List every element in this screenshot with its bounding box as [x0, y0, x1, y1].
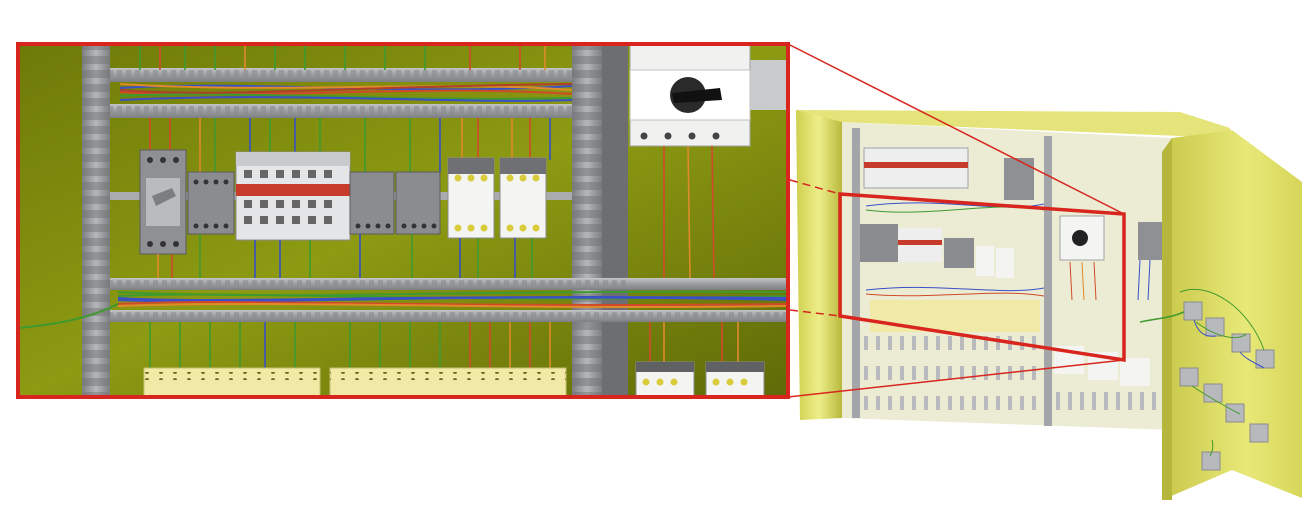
cabinet-overview [796, 110, 1302, 500]
zoom-frame [16, 42, 790, 399]
wires-below-components [157, 234, 533, 280]
small-device-top [1004, 158, 1034, 200]
contactor-gray-2 [395, 171, 441, 235]
interior-rail-left [852, 128, 860, 418]
contactor-white-2 [499, 157, 547, 239]
wires-from-main-switch [663, 145, 715, 279]
door-push-buttons [1179, 301, 1275, 471]
cabinet-door [1162, 130, 1302, 500]
contactor-white-1 [447, 157, 495, 239]
contactor-lower-1 [635, 361, 695, 397]
contactor-lower-2 [705, 361, 765, 397]
zoomed-detail-view [18, 44, 788, 397]
exit-wire [18, 303, 119, 329]
wires-to-components [149, 118, 551, 172]
wires-lower-right [649, 322, 739, 362]
wires-lower [149, 322, 551, 368]
vertical-duct-middle-right [602, 44, 628, 397]
interior-rail-middle [1044, 136, 1052, 426]
door-wiring [1179, 288, 1265, 457]
wires-top-vertical [139, 44, 546, 70]
overview-contactor-3 [1120, 358, 1150, 386]
door-wiring-blue [1193, 319, 1265, 369]
overview-terminal-block [870, 300, 1040, 332]
rotary-disconnect-small [139, 149, 187, 255]
wire-bundle-middle [117, 290, 788, 308]
overview-shelf-4 [1052, 392, 1170, 410]
cabinet-left-side [796, 110, 842, 420]
door-cable [1139, 311, 1185, 323]
overview-shelf-3 [862, 396, 1044, 410]
overview-disconnect [860, 224, 898, 262]
contactor-gray-1 [349, 171, 395, 235]
circuit-breaker-block [235, 151, 351, 241]
cabinet-top [796, 110, 1230, 138]
wire-bundle-top [119, 83, 573, 102]
zoom-connectors [787, 43, 1125, 398]
auxiliary-block [187, 171, 235, 235]
rotary-main-switch [629, 44, 751, 147]
switch-bracket [750, 60, 788, 110]
overview-shelf-2 [862, 366, 1044, 380]
